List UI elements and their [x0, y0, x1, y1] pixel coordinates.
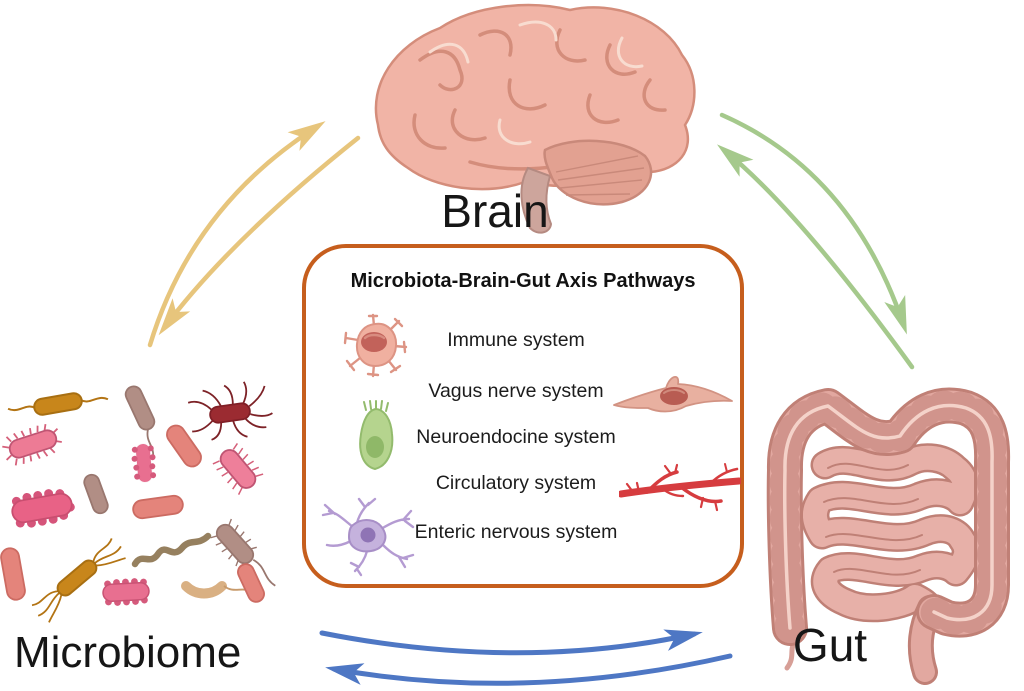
bacterium-pink-bumpy-small: [131, 443, 157, 483]
bacterium-salmon-rod: [237, 563, 265, 603]
bacterium-taupe-hairy: [210, 518, 276, 587]
arrow-brain-to-microbiome: [158, 135, 361, 336]
brain-highlights: [428, 20, 644, 146]
bacterium-pink-big-bumps: [11, 489, 75, 528]
pathway-label-immune: Immune system: [447, 329, 585, 351]
gut-label: Gut: [792, 619, 868, 671]
bacterium-orange-rod: [7, 392, 109, 416]
arrow-gut-to-microbiome: [325, 653, 733, 686]
brain-label: Brain: [441, 185, 549, 237]
enteric-neuron-icon: [321, 497, 415, 577]
bacterium-darkred-flagellated: [187, 381, 273, 441]
microbiome-label: Microbiome: [14, 628, 242, 677]
pathway-label-enteric: Enteric nervous system: [414, 521, 618, 543]
brain-illustration: [374, 3, 696, 234]
bacterium-salmon-rod: [0, 547, 26, 601]
bacterium-pink-bumpy: [102, 578, 150, 606]
arrow-microbiome-to-gut: [319, 629, 703, 656]
brain-gyri: [412, 28, 667, 171]
colon: [766, 387, 1011, 646]
bacterium-tan-vibrio: [181, 581, 253, 599]
gut-illustration: [766, 387, 1011, 685]
pathway-label-circulatory: Circulatory system: [435, 472, 597, 494]
nerve-cell-icon: [613, 376, 733, 413]
cerebellum: [543, 139, 653, 206]
bacterium-salmon-rod: [132, 494, 184, 520]
arrow-brain-to-gut: [719, 112, 907, 335]
brainstem: [520, 166, 553, 234]
bacterium-taupe-rod: [83, 473, 109, 515]
pathway-label-vagus: Vagus nerve system: [428, 380, 604, 402]
cerebellum-striations: [555, 155, 645, 196]
pathway-box-title: Microbiota-Brain-Gut Axis Pathways: [350, 270, 696, 292]
small-intestine: [800, 443, 981, 627]
bacterium-pink-spiky: [2, 424, 62, 466]
bacterium-orange-tufted: [31, 538, 126, 623]
bacterium-salmon-rod: [166, 424, 202, 468]
blood-vessel-icon: [619, 463, 741, 512]
bacterium-brown-spirillum: [131, 532, 212, 568]
bacterium-pink-hairy: [212, 442, 264, 495]
arrow-gut-to-brain: [717, 144, 915, 370]
pathway-label-neuroendocrine: Neuroendocine system: [416, 426, 616, 448]
neuroendocrine-cell-icon: [359, 400, 394, 471]
microbiome-illustration: [0, 381, 276, 623]
pathway-box: Microbiota-Brain-Gut Axis Pathways Immun…: [302, 244, 744, 588]
immune-cell-icon: [343, 313, 408, 378]
